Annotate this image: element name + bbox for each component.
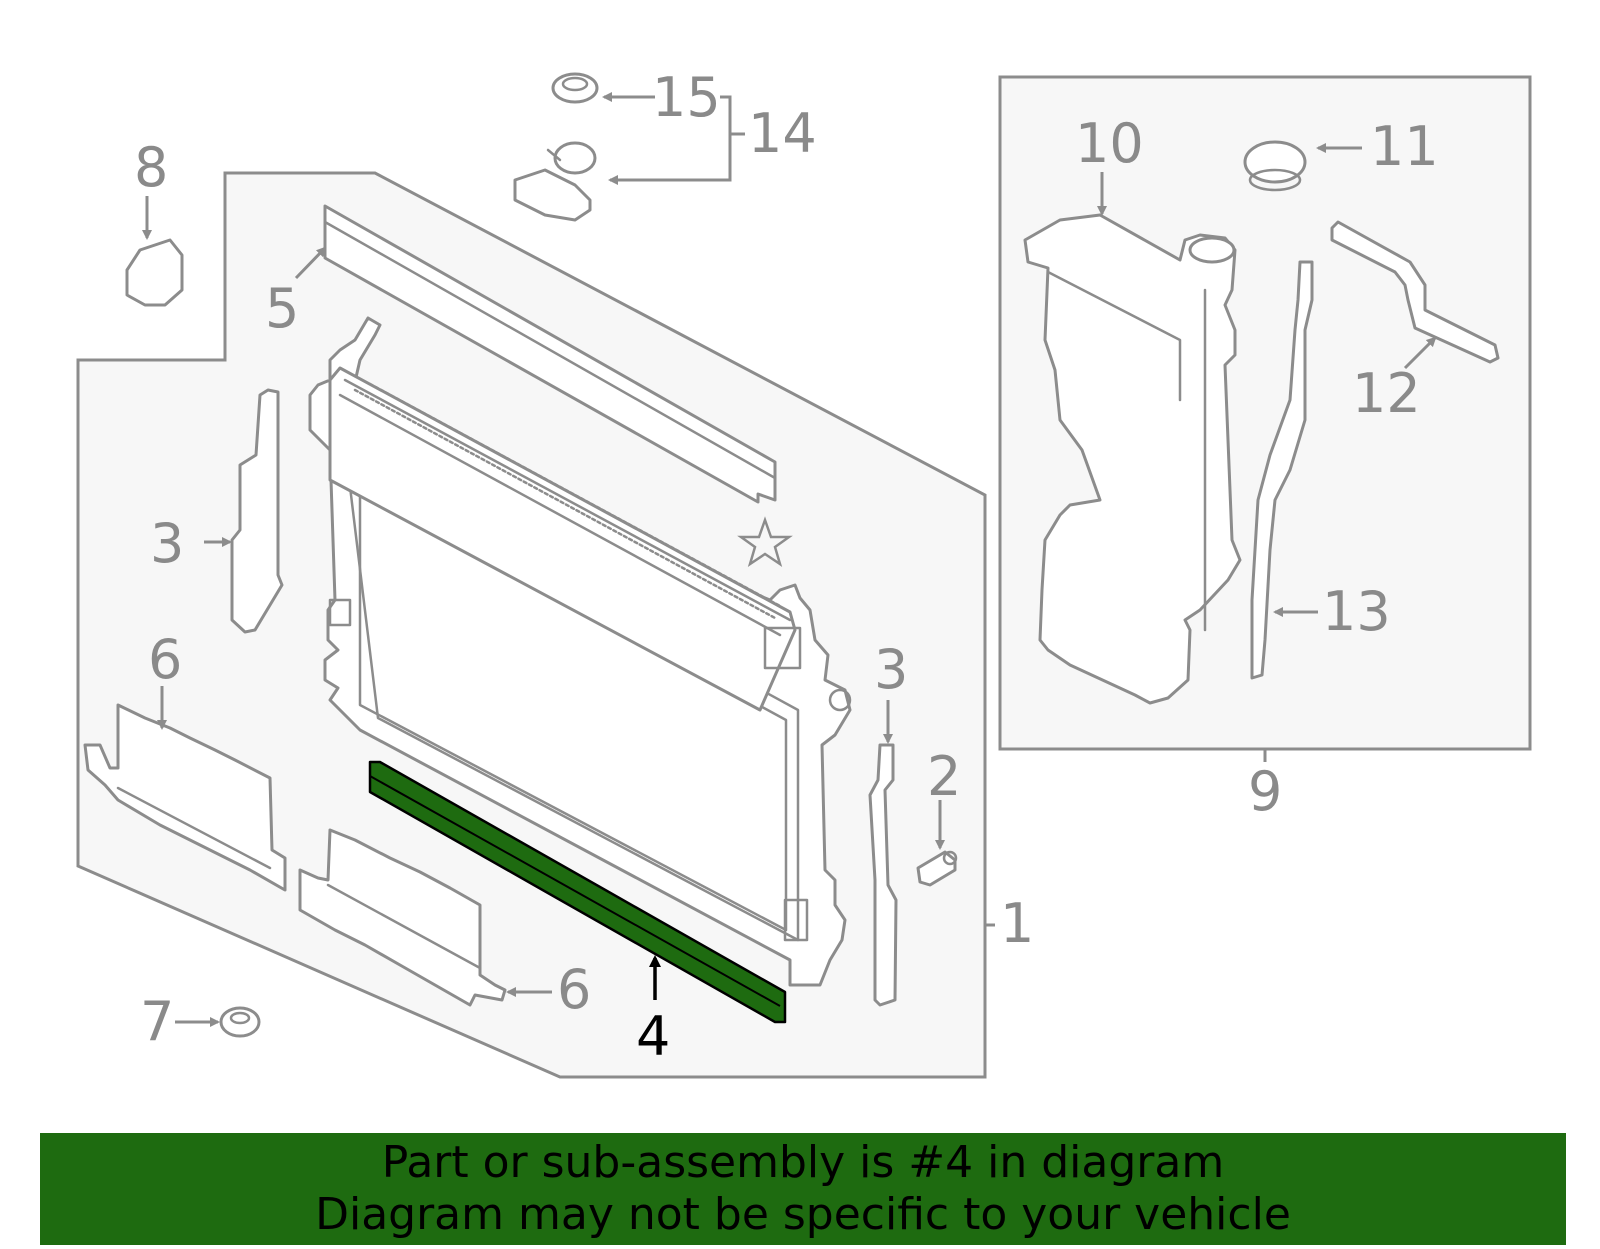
star-marker-icon [737,516,793,567]
callout-15: 15 [652,66,721,129]
lower-seal-strip-highlighted [368,760,787,1024]
callout-1: 1 [1000,892,1034,955]
upper-seal-strip [323,204,777,504]
drain-plug [916,850,958,887]
callout-3-left: 3 [150,512,184,575]
callout-9: 9 [1248,760,1282,823]
overflow-hose-upper [1330,220,1500,364]
right-air-guide [868,743,898,1007]
grommet [219,1006,261,1038]
lower-deflector-left [83,703,287,892]
callout-7: 7 [140,990,174,1053]
callout-5: 5 [265,277,299,340]
callout-11: 11 [1370,115,1439,178]
upper-mount-insulator [551,72,599,104]
callout-13: 13 [1322,580,1391,643]
callout-12: 12 [1352,362,1421,425]
banner-line-1: Part or sub-assembly is #4 in diagram [381,1137,1225,1188]
reservoir-cap [1243,140,1307,192]
callout-4: 4 [636,1005,670,1068]
callout-6-upper: 6 [148,628,182,691]
callout-10: 10 [1075,112,1144,175]
callout-3-right: 3 [874,638,908,701]
upper-mount-bracket [513,141,597,222]
lower-deflector-right [298,828,507,1007]
callout-14: 14 [748,102,817,165]
part-info-banner: Part or sub-assembly is #4 in diagram Di… [40,1133,1566,1245]
coolant-reservoir [1023,213,1242,705]
overflow-hose-lower [1250,260,1314,680]
callout-2: 2 [927,745,961,808]
callout-8: 8 [134,136,168,199]
banner-line-2: Diagram may not be specific to your vehi… [315,1189,1291,1240]
callout-6-lower: 6 [557,958,591,1021]
left-air-guide [230,388,284,634]
mount-clip [125,238,184,307]
radiator [308,316,852,987]
